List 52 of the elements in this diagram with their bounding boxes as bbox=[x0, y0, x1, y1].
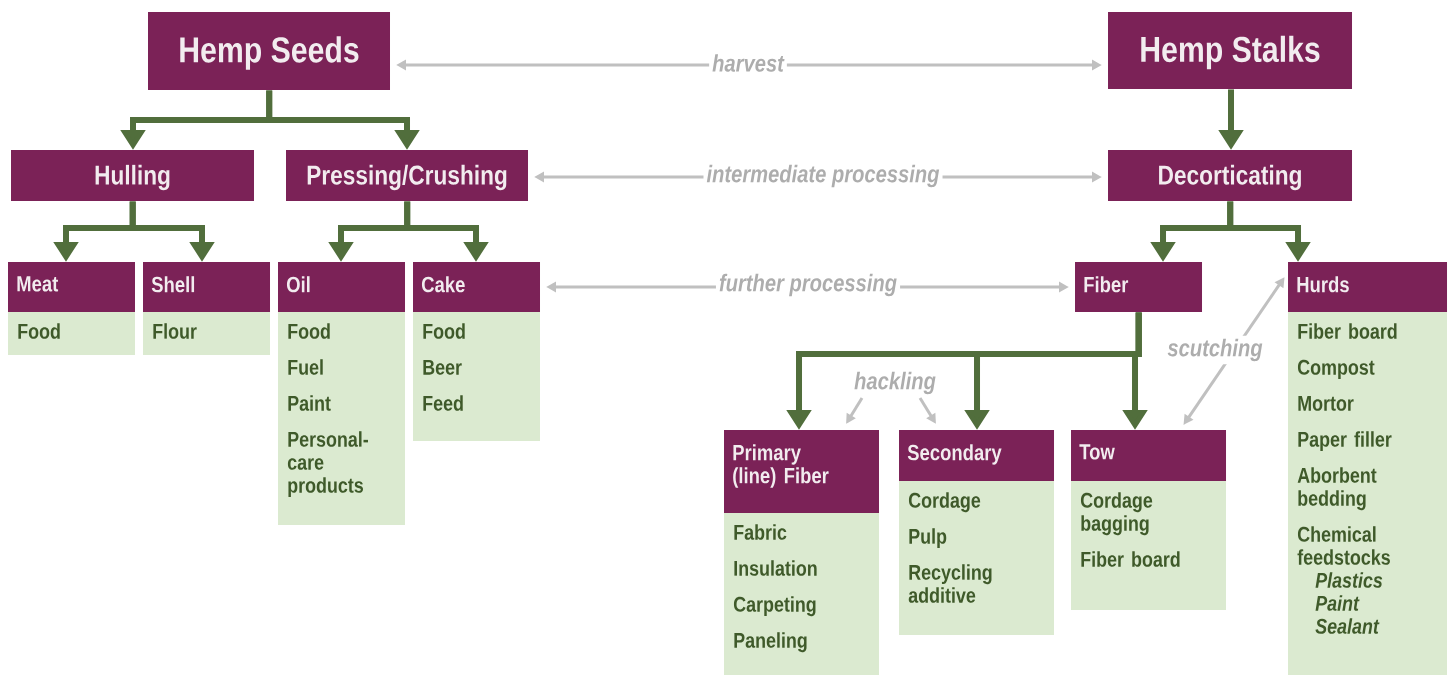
list-item: Plastics bbox=[1315, 572, 1383, 588]
list-item: Flour bbox=[153, 323, 197, 339]
edge-label: intermediate processing bbox=[706, 164, 940, 188]
node-label: Oil bbox=[286, 276, 310, 293]
list-item: Cordage bagging bbox=[1080, 492, 1153, 536]
list-item: Mortor bbox=[1298, 396, 1354, 411]
list-item: Paneling bbox=[734, 632, 807, 653]
node-label: Tow bbox=[1079, 444, 1115, 460]
edge-label: hackling bbox=[854, 371, 936, 395]
node-label: Hurds bbox=[1297, 276, 1349, 293]
process-box: Hemp Stalks bbox=[1108, 12, 1352, 89]
card: Primary (line) Fiber Fabric Insulation Carpeting Paneling bbox=[724, 430, 879, 675]
list-item: Pulp bbox=[909, 528, 947, 549]
list-item: Compost bbox=[1297, 359, 1375, 380]
card: Secondary Cordage Pulp Recycling additive bbox=[899, 430, 1054, 635]
list-item: Beer bbox=[423, 360, 462, 375]
list-item: Personal-care products bbox=[287, 431, 368, 498]
card: Oil Food Fuel Paint Personal-care products bbox=[278, 262, 405, 525]
card: Cake Food Beer Feed bbox=[413, 262, 540, 441]
node-label: Secondary bbox=[907, 444, 1002, 465]
list-item: Feed bbox=[423, 395, 463, 411]
process-box: Pressing/Crushing bbox=[286, 150, 528, 201]
list-item: Carpeting bbox=[733, 596, 816, 617]
list-item: Paint bbox=[1315, 595, 1360, 611]
list-item: Fiber board bbox=[1081, 551, 1180, 567]
process-box: Hulling bbox=[11, 150, 254, 201]
list-item: Paper filler bbox=[1298, 431, 1392, 452]
edge-label: scutching bbox=[1167, 338, 1263, 362]
edge-label: harvest bbox=[712, 54, 785, 72]
list-item: Aborbent bedding bbox=[1297, 467, 1377, 511]
list-item: Sealant bbox=[1315, 618, 1380, 634]
list-item: Insulation bbox=[734, 560, 817, 576]
list-item: Cordage bbox=[908, 492, 981, 513]
list-item: Chemical feedstocks bbox=[1297, 526, 1390, 565]
list-item: Fabric bbox=[734, 524, 787, 540]
list-item: Paint bbox=[288, 395, 331, 411]
list-item: Food bbox=[18, 323, 60, 339]
node-label: Cake bbox=[421, 276, 465, 293]
card: Shell Flour bbox=[143, 262, 270, 355]
list-item: Fiber board bbox=[1298, 323, 1397, 339]
card: Hurds Fiber board Compost Mortor Paper filler Aborbent bedding Chemical feedstocks Plastics Paint Sealant bbox=[1288, 262, 1447, 675]
card: Fiber bbox=[1075, 262, 1202, 312]
list-item: Food bbox=[288, 323, 330, 339]
node-label: Primary (line) Fiber bbox=[733, 444, 829, 488]
edge-label: further processing bbox=[719, 273, 897, 297]
card: Meat Food bbox=[8, 262, 135, 355]
process-box: Hemp Seeds bbox=[148, 12, 390, 90]
list-item: Fuel bbox=[288, 359, 323, 375]
process-box: Decorticating bbox=[1108, 150, 1352, 201]
list-item: Recycling additive bbox=[908, 564, 992, 603]
card: Tow Cordage bagging Fiber board bbox=[1071, 430, 1226, 610]
list-item: Food bbox=[423, 323, 465, 339]
